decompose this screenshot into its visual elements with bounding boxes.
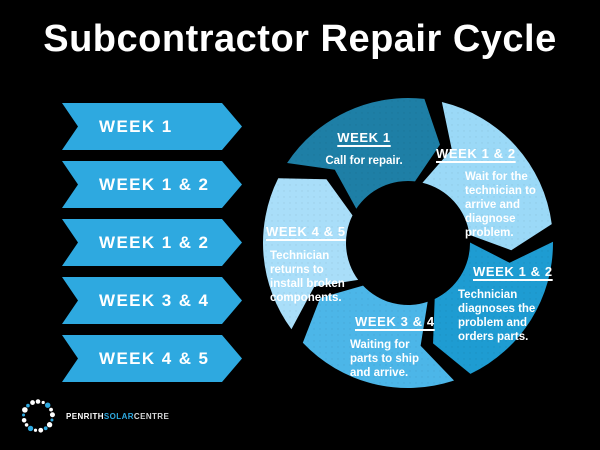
logo-wordmark: PENRITHSOLARCENTRE (66, 412, 169, 421)
segment-description: Wait for the technician to arrive and di… (465, 171, 536, 240)
segment-texture (433, 241, 553, 374)
segment-text-week1-2-diagnose: WEEK 1 & 2 Technician diagnoses the prob… (458, 263, 578, 344)
segment-texture (302, 285, 455, 389)
segment-label: WEEK 3 & 4 (355, 314, 435, 329)
cycle-ring-graphic (262, 97, 553, 389)
segment-label: WEEK 1 & 2 (436, 146, 516, 161)
segment-texture (287, 97, 440, 209)
segment-description: Call for repair. (325, 155, 403, 167)
segment-description: Technician returns to install broken com… (270, 250, 345, 305)
logo-word-penrith: PENRITH (66, 411, 104, 421)
week-banner-label: WEEK 3 & 4 (99, 290, 210, 310)
logo-word-centre: CENTRE (133, 411, 170, 421)
week-banner-4: WEEK 3 & 4 (62, 277, 242, 324)
week-banner-1: WEEK 1 (62, 103, 242, 150)
segment-text-week3-4: WEEK 3 & 4 Waiting for parts to ship and… (350, 313, 470, 380)
segment-description: Waiting for parts to ship and arrive. (350, 339, 420, 380)
logo-word-solar: SOLAR (103, 411, 134, 421)
week-banner-label: WEEK 1 (99, 116, 173, 136)
segment-label: WEEK 1 (337, 130, 391, 145)
penrith-solar-centre-logo: PENRITHSOLARCENTRE (17, 395, 169, 437)
repair-cycle-diagram: WEEK 1 Call for repair. WEEK 1 & 2 Wait … (258, 93, 558, 393)
week-banner-3: WEEK 1 & 2 (62, 219, 242, 266)
segment-text-week4-5: WEEK 4 & 5 Technician returns to install… (266, 223, 386, 305)
week-banner-label: WEEK 4 & 5 (99, 348, 210, 368)
segment-texture (262, 178, 359, 330)
segment-text-week1: WEEK 1 Call for repair. (279, 129, 449, 168)
segment-label: WEEK 1 & 2 (473, 264, 553, 279)
segment-description: Technician diagnoses the problem and ord… (458, 289, 536, 344)
segment-texture (422, 102, 552, 251)
segment-text-week1-2-wait: WEEK 1 & 2 Wait for the technician to ar… (436, 145, 556, 240)
week-banner-2: WEEK 1 & 2 (62, 161, 242, 208)
week-banner-5: WEEK 4 & 5 (62, 335, 242, 382)
segment-label: WEEK 4 & 5 (266, 224, 346, 239)
week-banner-list: WEEK 1 WEEK 1 & 2 WEEK 1 & 2 WEEK 3 & 4 … (62, 103, 242, 393)
page-title: Subcontractor Repair Cycle (43, 18, 557, 60)
week-banner-label: WEEK 1 & 2 (99, 174, 210, 194)
penrith-solar-logo-icon (21, 399, 55, 433)
week-banner-label: WEEK 1 & 2 (99, 232, 210, 252)
